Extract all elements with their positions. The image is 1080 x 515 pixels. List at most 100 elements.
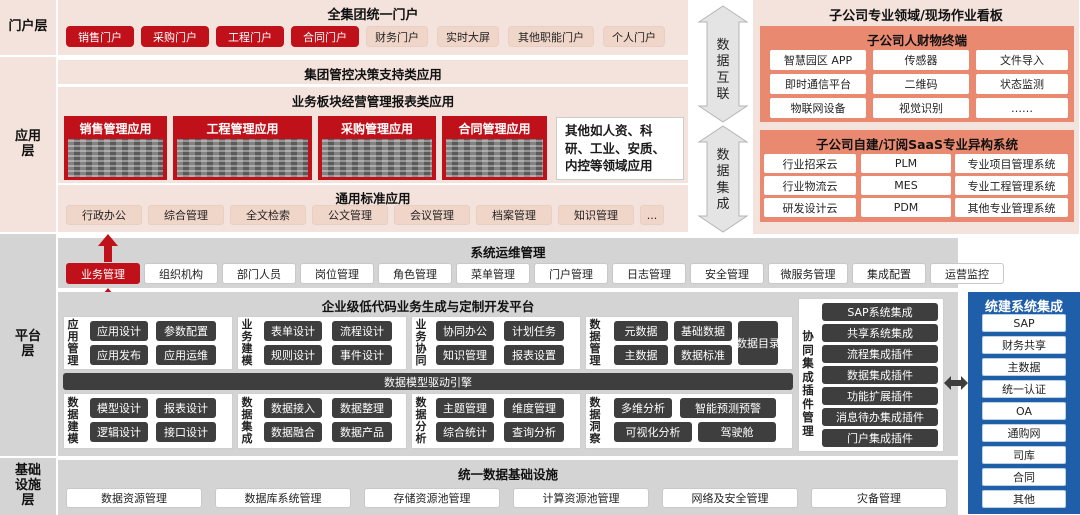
- plugin-item[interactable]: 共享系统集成: [822, 324, 938, 342]
- lowcode-item[interactable]: 主数据: [614, 345, 668, 365]
- plugin-item[interactable]: SAP系统集成: [822, 303, 938, 321]
- general-item[interactable]: 档案管理: [476, 205, 552, 225]
- unified-item[interactable]: 司库: [982, 446, 1066, 464]
- ops-item[interactable]: 部门人员: [222, 263, 296, 284]
- unified-item[interactable]: 合同: [982, 468, 1066, 486]
- decision-bar: [58, 60, 688, 84]
- lowcode-item[interactable]: 知识管理: [436, 345, 494, 365]
- lowcode-item[interactable]: 流程设计: [332, 321, 392, 341]
- portal-item[interactable]: 工程门户: [216, 26, 284, 47]
- plugin-item[interactable]: 功能扩展插件: [822, 387, 938, 405]
- business-app-title: 工程管理应用: [206, 122, 279, 136]
- lowcode-item[interactable]: 数据整理: [332, 398, 392, 418]
- lowcode-item[interactable]: 基础数据: [674, 321, 732, 341]
- ops-item[interactable]: 集成配置: [852, 263, 926, 284]
- ops-item[interactable]: 组织机构: [144, 263, 218, 284]
- plugin-item[interactable]: 数据集成插件: [822, 366, 938, 384]
- lowcode-item[interactable]: 报表设置: [504, 345, 564, 365]
- portal-item[interactable]: 合同门户: [291, 26, 359, 47]
- lowcode-item[interactable]: 参数配置: [156, 321, 216, 341]
- terminal-item: 视觉识别: [873, 98, 969, 118]
- general-item[interactable]: 综合管理: [148, 205, 224, 225]
- infra-item[interactable]: 计算资源池管理: [513, 488, 649, 508]
- decision-title: 集团管控决策支持类应用: [304, 67, 442, 82]
- lowcode-item[interactable]: 应用运维: [156, 345, 216, 365]
- ops-item[interactable]: 角色管理: [378, 263, 452, 284]
- ops-item[interactable]: 运营监控: [930, 263, 1004, 284]
- unified-item[interactable]: 主数据: [982, 358, 1066, 376]
- ops-item[interactable]: 微服务管理: [768, 263, 848, 284]
- lowcode-item[interactable]: 规则设计: [264, 345, 322, 365]
- lowcode-item[interactable]: 接口设计: [156, 422, 216, 442]
- lowcode-item[interactable]: 维度管理: [504, 398, 564, 418]
- lowcode-group-label: 数据集成: [241, 395, 253, 446]
- business-app-title: 合同管理应用: [458, 122, 531, 136]
- plugin-item[interactable]: 门户集成插件: [822, 429, 938, 447]
- unified-item[interactable]: OA: [982, 402, 1066, 420]
- unified-item[interactable]: 统一认证: [982, 380, 1066, 398]
- lowcode-item[interactable]: 计划任务: [504, 321, 564, 341]
- lowcode-item[interactable]: 可视化分析: [614, 422, 692, 442]
- lowcode-item[interactable]: 应用设计: [90, 321, 148, 341]
- lowcode-item[interactable]: 表单设计: [264, 321, 322, 341]
- infra-item[interactable]: 数据资源管理: [66, 488, 202, 508]
- lowcode-item[interactable]: 元数据: [614, 321, 668, 341]
- lowcode-item[interactable]: 数据产品: [332, 422, 392, 442]
- general-item[interactable]: 行政办公: [66, 205, 142, 225]
- lowcode-item[interactable]: 综合统计: [436, 422, 494, 442]
- ops-item[interactable]: 安全管理: [690, 263, 764, 284]
- ops-item[interactable]: 岗位管理: [300, 263, 374, 284]
- up-arrow-to-apps: [98, 234, 118, 262]
- saas-title: 子公司自建/订阅SaaS专业异构系统: [816, 137, 1018, 152]
- general-item[interactable]: 会议管理: [394, 205, 470, 225]
- infra-item[interactable]: 存储资源池管理: [364, 488, 500, 508]
- terminal-item: 即时通信平台: [770, 74, 866, 94]
- lowcode-item[interactable]: 报表设计: [156, 398, 216, 418]
- lowcode-item[interactable]: 驾驶舱: [698, 422, 776, 442]
- portal-item[interactable]: 实时大屏: [437, 26, 499, 47]
- plugin-item[interactable]: 流程集成插件: [822, 345, 938, 363]
- lowcode-item[interactable]: 数据标准: [674, 345, 732, 365]
- lowcode-item[interactable]: 智能预测预警: [680, 398, 776, 418]
- general-item[interactable]: 知识管理: [558, 205, 634, 225]
- portal-item[interactable]: 销售门户: [66, 26, 134, 47]
- unified-item[interactable]: 财务共享: [982, 336, 1066, 354]
- infra-item[interactable]: 灾备管理: [811, 488, 947, 508]
- portal-item[interactable]: 个人门户: [603, 26, 665, 47]
- lowcode-item[interactable]: 数据融合: [264, 422, 322, 442]
- lowcode-item[interactable]: 逻辑设计: [90, 422, 148, 442]
- portal-title: 全集团统一门户: [327, 8, 419, 23]
- lowcode-item[interactable]: 模型设计: [90, 398, 148, 418]
- lowcode-group-label: 数据建模: [67, 395, 79, 446]
- portal-item[interactable]: 财务门户: [366, 26, 428, 47]
- terminal-item: 物联网设备: [770, 98, 866, 118]
- lowcode-item[interactable]: 数据接入: [264, 398, 322, 418]
- plugin-item[interactable]: 消息待办集成插件: [822, 408, 938, 426]
- general-item[interactable]: 全文检索: [230, 205, 306, 225]
- general-item[interactable]: 公文管理: [312, 205, 388, 225]
- unified-item[interactable]: 通购网: [982, 424, 1066, 442]
- saas-item: 专业工程管理系统: [955, 176, 1068, 195]
- lowcode-item[interactable]: 主题管理: [436, 398, 494, 418]
- ops-item[interactable]: 日志管理: [612, 263, 686, 284]
- lowcode-group-label: 数据管理: [589, 317, 601, 368]
- unified-item[interactable]: 其他: [982, 490, 1066, 508]
- terminal-item: ……: [976, 98, 1068, 118]
- lowcode-item[interactable]: 查询分析: [504, 422, 564, 442]
- lowcode-item[interactable]: 协同办公: [436, 321, 494, 341]
- portal-item[interactable]: 采购门户: [141, 26, 209, 47]
- ops-item[interactable]: 菜单管理: [456, 263, 530, 284]
- ops-item[interactable]: 门户管理: [534, 263, 608, 284]
- infra-item[interactable]: 网络及安全管理: [662, 488, 798, 508]
- lowcode-item[interactable]: 多维分析: [614, 398, 672, 418]
- portal-item[interactable]: 其他职能门户: [508, 26, 594, 47]
- lowcode-item[interactable]: 数据目录: [736, 321, 780, 365]
- lowcode-item[interactable]: 事件设计: [332, 345, 392, 365]
- app-screenshot-thumbnail: [446, 139, 543, 177]
- unified-item[interactable]: SAP: [982, 314, 1066, 332]
- terminal-item: 传感器: [873, 50, 969, 70]
- ops-item[interactable]: 业务管理: [66, 263, 140, 284]
- infra-item[interactable]: 数据库系统管理: [215, 488, 351, 508]
- general-item[interactable]: ...: [640, 205, 664, 225]
- lowcode-item[interactable]: 应用发布: [90, 345, 148, 365]
